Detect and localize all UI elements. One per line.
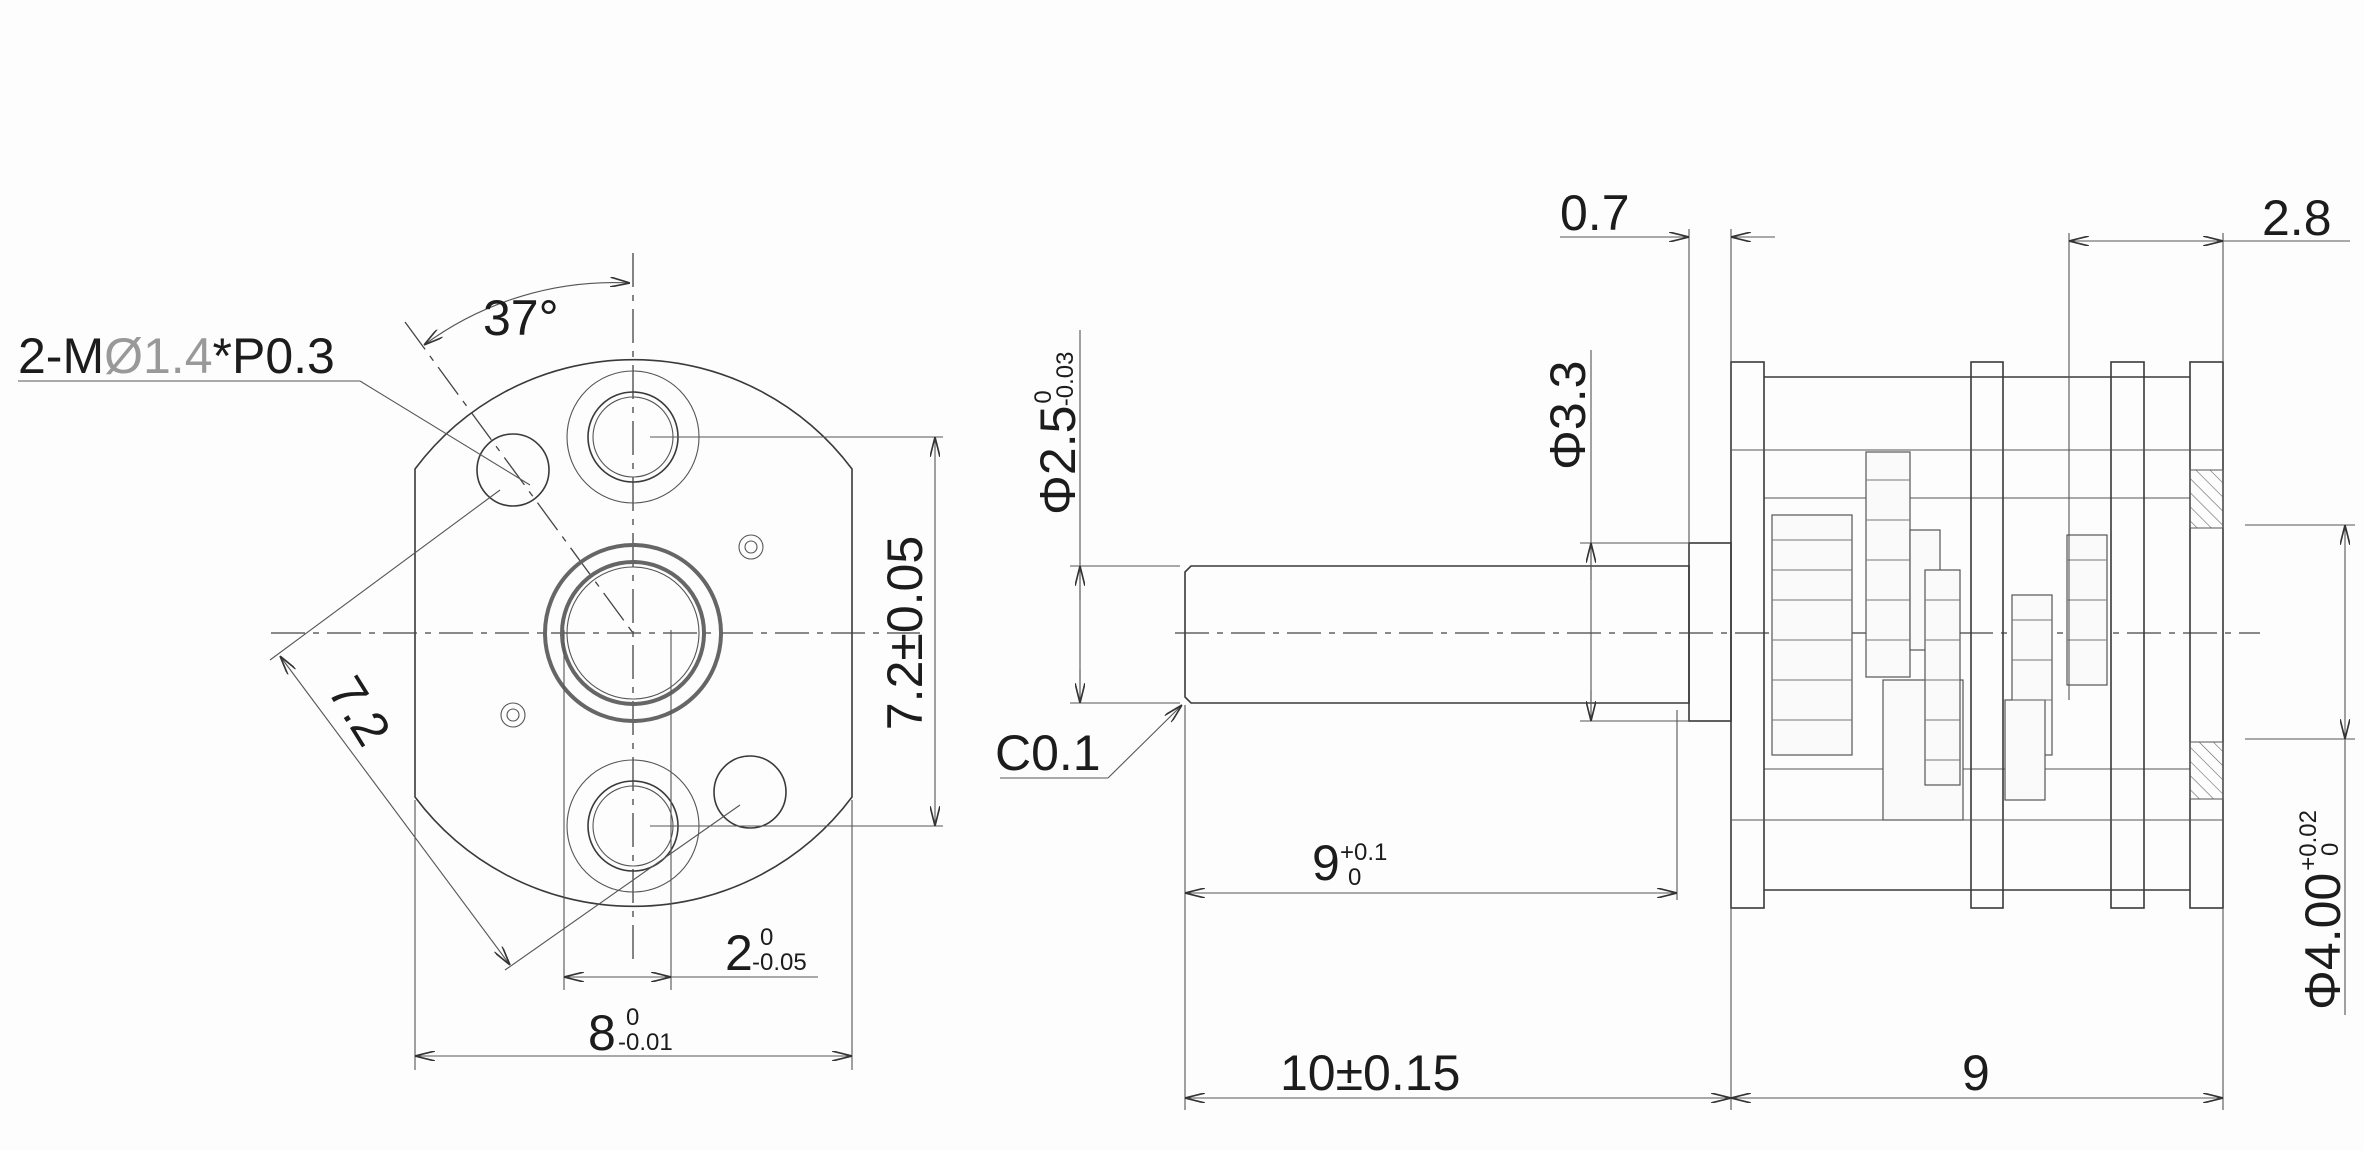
diagonal-spacing-dimension	[280, 656, 510, 965]
hatched-section-top	[2189, 469, 2224, 529]
thread-leader	[359, 380, 531, 486]
pilot-diameter-label: Φ4.00+0.020	[2295, 810, 2351, 1010]
threaded-hole-lower	[713, 755, 787, 829]
angled-centerline	[404, 321, 634, 634]
chamfer-leader	[1107, 705, 1182, 779]
diagonal-spacing-label: 7.2	[317, 667, 401, 756]
gear-plate-1	[1730, 361, 1765, 909]
motor-body-outline	[414, 358, 853, 908]
chamfer-label: C0.1	[995, 725, 1101, 781]
locating-pin-left	[500, 702, 526, 728]
gearbox-housing	[1730, 361, 2224, 909]
gear-plate-3	[2110, 361, 2145, 909]
angle-arc	[424, 283, 630, 345]
gear-plate-4	[2189, 361, 2224, 909]
thread-label: 2-MØ1.4*P0.3	[18, 328, 335, 384]
angle-label: 37°	[483, 290, 559, 346]
hatched-section-bottom	[2189, 741, 2224, 800]
shaft-diameter-label: Φ2.50-0.03	[1030, 352, 1086, 515]
hole-spacing-label: 7.2±0.05	[877, 536, 933, 730]
end-thickness-label: 2.8	[2262, 190, 2332, 246]
flange-diameter-label: Φ3.3	[1540, 361, 1596, 470]
flange-thickness-label: 0.7	[1560, 185, 1630, 241]
output-shaft	[1184, 565, 1690, 704]
flange	[1688, 542, 1732, 722]
threaded-hole-upper	[476, 433, 550, 507]
gearbox-length-label: 9	[1962, 1045, 1990, 1101]
gear-train	[1771, 451, 2108, 821]
locating-pin-right	[738, 534, 764, 560]
central-bearing	[543, 543, 723, 723]
overall-shaft-label: 10±0.15	[1280, 1045, 1460, 1101]
gear-plate-2	[1970, 361, 2004, 909]
